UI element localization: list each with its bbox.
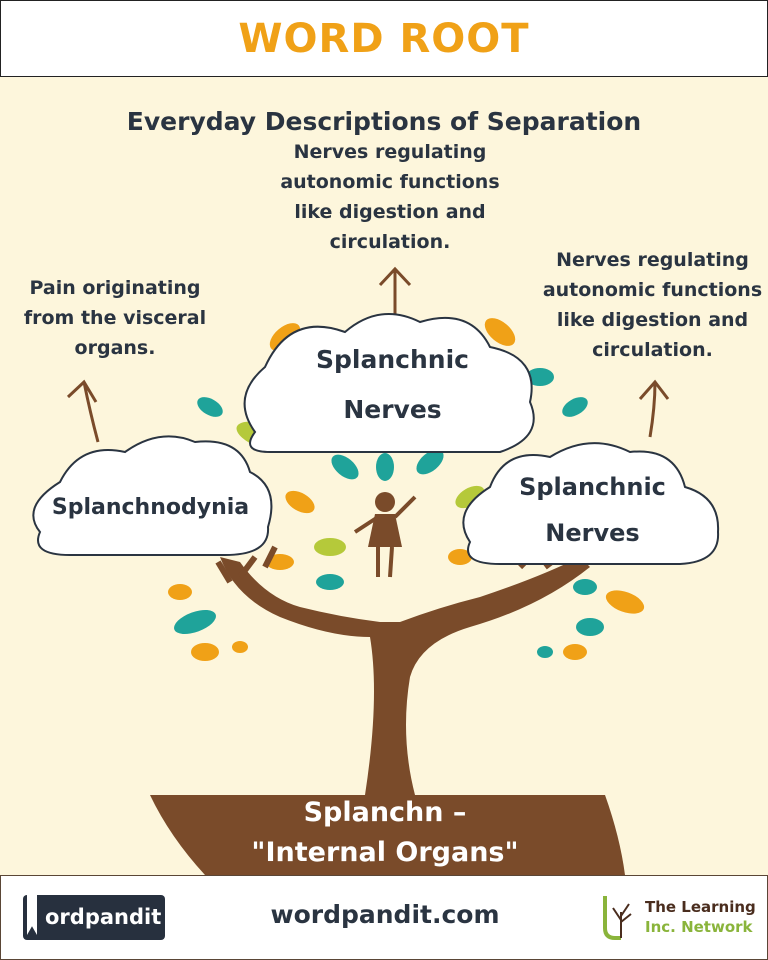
- desc-line: organs.: [74, 337, 156, 359]
- cloud-line: Nerves: [343, 395, 442, 424]
- clouds: [32, 313, 720, 565]
- subtitle: Everyday Descriptions of Separation: [126, 107, 642, 136]
- network-line1: The Learning: [645, 898, 756, 916]
- desc-line: Nerves regulating: [293, 141, 487, 163]
- site-link[interactable]: wordpandit.com: [270, 900, 500, 929]
- arrows: [66, 266, 670, 443]
- root-line: "Internal Organs": [251, 837, 519, 868]
- desc-line: Nerves regulating: [556, 249, 749, 271]
- desc-line: circulation.: [592, 339, 713, 361]
- desc-line: from the visceral: [23, 307, 207, 329]
- main-illustration: Everyday Descriptions of Separation Nerv…: [0, 77, 768, 875]
- wordpandit-logo[interactable]: ordpandit: [23, 895, 165, 940]
- child-figure: [353, 492, 417, 578]
- cloud-line: Splanchnic: [316, 345, 469, 374]
- footer: ordpandit wordpandit.com The Learning In…: [0, 875, 768, 960]
- desc-line: autonomic functions: [280, 171, 500, 193]
- cloud-line: Splanchnic: [519, 473, 666, 501]
- desc-line: autonomic functions: [542, 279, 763, 301]
- desc-line: like digestion and: [294, 201, 486, 223]
- right-cloud-label: Splanchnic Nerves: [460, 464, 725, 556]
- root-line: Splanchn –: [303, 797, 467, 828]
- cloud-line: Nerves: [545, 519, 640, 547]
- desc-line: like digestion and: [556, 309, 749, 331]
- desc-line: Pain originating: [29, 277, 201, 299]
- page-title: WORD ROOT: [238, 15, 530, 62]
- tree-illustration: [32, 266, 720, 875]
- left-description: Pain originating from the visceral organ…: [0, 273, 230, 363]
- tree-trunk-and-hands: [150, 544, 625, 875]
- center-description: Nerves regulating autonomic functions li…: [240, 137, 540, 257]
- left-cloud-label: Splanchnodynia: [51, 495, 250, 520]
- tree-logo-icon: [603, 896, 632, 940]
- desc-line: circulation.: [329, 231, 451, 253]
- header: WORD ROOT: [0, 0, 768, 77]
- learning-network-logo[interactable]: The Learning Inc. Network: [601, 892, 761, 942]
- center-cloud-label: Splanchnic Nerves: [250, 335, 535, 435]
- right-description: Nerves regulating autonomic functions li…: [520, 245, 768, 365]
- network-line2: Inc. Network: [645, 918, 753, 936]
- root-word: Splanchn – "Internal Organs": [200, 793, 570, 873]
